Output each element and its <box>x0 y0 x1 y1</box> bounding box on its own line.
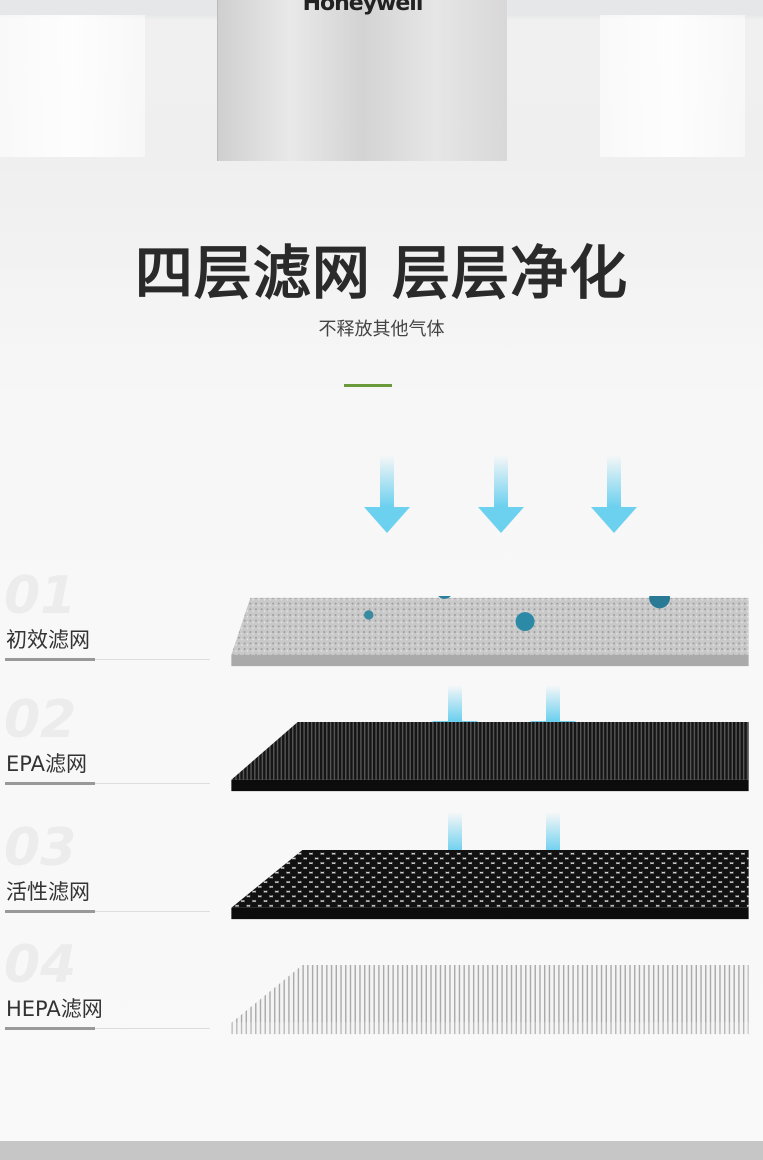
particle-icon <box>438 596 451 599</box>
airflow-arrow-icon <box>478 455 524 533</box>
label-rule <box>95 911 210 912</box>
label-rule <box>95 659 210 660</box>
airflow-arrow-icon <box>364 455 410 533</box>
label-rule <box>95 1028 210 1029</box>
layer-number: 03 <box>4 818 77 878</box>
brand-logo: Honeywell <box>302 0 424 16</box>
layer-number: 01 <box>4 566 77 626</box>
filter-layer-hepa <box>231 964 749 1035</box>
filter-layer-carbon <box>231 849 749 920</box>
page-subtitle: 不释放其他气体 <box>318 319 445 340</box>
label-underline <box>5 910 95 913</box>
layer-label: EPA滤网 <box>6 752 87 776</box>
label-underline <box>5 1027 95 1030</box>
filter-layer-epa <box>231 721 749 792</box>
bottom-band <box>0 1141 763 1160</box>
particle-icon <box>515 612 535 632</box>
particle-icon <box>364 610 374 620</box>
curtain-left <box>0 15 145 157</box>
curtain-right <box>600 15 745 157</box>
product-image: Honeywell <box>217 0 507 161</box>
label-rule <box>95 783 210 784</box>
airflow-arrow-icon <box>591 455 637 533</box>
layer-label: 活性滤网 <box>6 880 90 904</box>
label-underline <box>5 658 95 661</box>
layer-number: 04 <box>4 935 77 995</box>
page-title: 四层滤网 层层净化 <box>134 239 629 307</box>
layer-label: 初效滤网 <box>6 628 90 652</box>
layer-number: 02 <box>4 690 77 750</box>
accent-divider <box>344 384 392 387</box>
filter-layer-primary <box>231 596 749 667</box>
label-underline <box>5 782 95 785</box>
particle-icon <box>649 596 670 609</box>
layer-label: HEPA滤网 <box>6 997 103 1021</box>
